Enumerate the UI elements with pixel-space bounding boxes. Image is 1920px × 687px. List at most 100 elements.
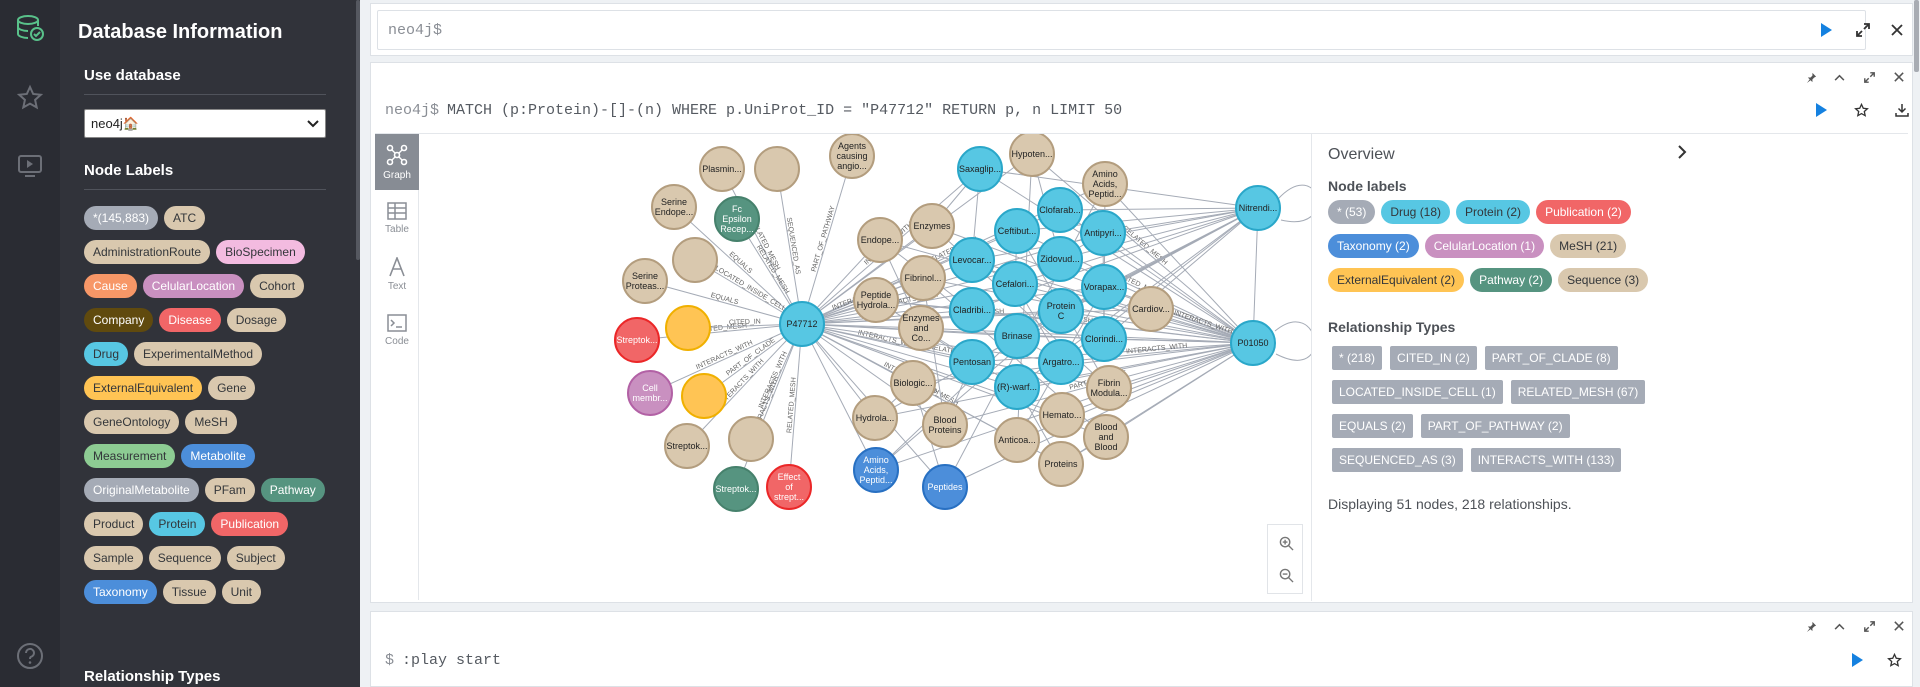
collapse-button[interactable] <box>1827 614 1851 638</box>
graph-node-clofa[interactable]: Clofarab... <box>1037 187 1083 233</box>
overview-node-label-tag[interactable]: MeSH (21) <box>1550 234 1627 258</box>
node-label-tag[interactable]: GeneOntology <box>84 410 180 434</box>
graph-relationship[interactable] <box>721 168 803 325</box>
graph-relationship[interactable] <box>979 168 1254 344</box>
drawer-scrollbar[interactable] <box>356 0 360 260</box>
node-label-tag[interactable]: Pathway <box>260 478 325 502</box>
overview-rel-type-tag[interactable]: SEQUENCED_AS (3) <box>1332 448 1463 472</box>
overview-node-label-tag[interactable]: Drug (18) <box>1381 200 1451 224</box>
overview-node-label-tag[interactable]: Sequence (3) <box>1558 268 1649 292</box>
pin-button[interactable] <box>1799 614 1823 638</box>
graph-relationship[interactable] <box>1103 338 1254 344</box>
node-label-tag[interactable]: OriginalMetabolite <box>84 478 199 502</box>
tab-code[interactable]: Code <box>375 302 419 358</box>
bottom-editor-input[interactable]: $ :play start <box>377 640 1908 680</box>
graph-node-levocar[interactable]: Levocar... <box>949 237 995 283</box>
graph-relationship[interactable] <box>1103 286 1254 344</box>
node-label-tag[interactable]: Sequence <box>148 546 221 570</box>
collapse-overview-button[interactable] <box>1670 140 1694 164</box>
clear-editor-button[interactable] <box>1885 18 1909 42</box>
graph-node-antipy[interactable]: Antipyri... <box>1080 210 1126 256</box>
graph-node-endope[interactable]: Endope... <box>857 217 903 263</box>
favorite-button[interactable] <box>1882 648 1906 672</box>
graph-node-anticoa[interactable]: Anticoa... <box>994 417 1040 463</box>
node-label-tag[interactable]: AdministrationRoute <box>84 240 211 264</box>
graph-node-rwarf[interactable]: (R)-warf... <box>994 364 1040 410</box>
node-label-tag[interactable]: Company <box>84 308 154 332</box>
graph-node-enzymes[interactable]: Enzymes <box>909 203 955 249</box>
pin-button[interactable] <box>1799 65 1823 89</box>
zoom-out-button[interactable] <box>1274 563 1298 587</box>
graph-relationship[interactable] <box>636 323 803 341</box>
graph-node-ext2[interactable] <box>420 134 727 419</box>
graph-relationship[interactable] <box>801 323 1105 340</box>
main-scrollbar[interactable] <box>1914 0 1919 72</box>
graph-node-brinase[interactable]: Brinase <box>994 313 1040 359</box>
graph-self-loop[interactable] <box>1277 184 1311 223</box>
overview-node-label-tag[interactable]: * (53) <box>1328 200 1376 224</box>
graph-relationship[interactable] <box>1102 207 1259 234</box>
overview-node-label-tag[interactable]: ExternalEquivalent (2) <box>1328 268 1465 292</box>
graph-node-cefalori[interactable]: Cefalori... <box>992 261 1038 307</box>
graph-node-pentosan[interactable]: Pentosan <box>949 339 995 385</box>
graph-node-zido[interactable]: Zidovud... <box>1037 236 1083 282</box>
graph-node-fibrinol[interactable]: Fibrinol... <box>900 255 946 301</box>
graph-relationship[interactable] <box>649 323 803 394</box>
node-label-tag[interactable]: Metabolite <box>181 444 255 468</box>
rerun-button[interactable] <box>1809 98 1833 122</box>
tab-table[interactable]: Table <box>375 190 419 246</box>
graph-node-hydrola[interactable]: Hydrola... <box>852 395 898 441</box>
result-query-editor[interactable]: neo4j$ MATCH (p:Protein)-[]-(n) WHERE p.… <box>377 91 1908 129</box>
node-label-tag[interactable]: PFam <box>204 478 255 502</box>
collapse-button[interactable] <box>1827 65 1851 89</box>
favorites-star-icon[interactable] <box>12 80 48 116</box>
node-label-tag[interactable]: Taxonomy <box>84 580 157 604</box>
node-label-tag[interactable]: Cause <box>84 274 137 298</box>
graph-relationship[interactable] <box>801 225 933 325</box>
database-icon[interactable] <box>12 10 48 46</box>
node-label-tag[interactable]: Subject <box>226 546 285 570</box>
guides-monitor-icon[interactable] <box>12 148 48 184</box>
graph-relationship[interactable] <box>686 323 803 447</box>
download-button[interactable] <box>1890 98 1914 122</box>
graph-node-biologic[interactable]: Biologic... <box>890 360 936 406</box>
overview-node-label-tag[interactable]: CelularLocation (1) <box>1424 234 1545 258</box>
graph-node-strep3[interactable]: Streptok... <box>713 466 759 512</box>
overview-rel-type-tag[interactable]: INTERACTS_WITH (133) <box>1470 448 1622 472</box>
overview-rel-type-tag[interactable]: CITED_IN (2) <box>1390 346 1477 370</box>
help-icon[interactable] <box>12 638 48 674</box>
node-label-tag[interactable]: Sample <box>84 546 143 570</box>
graph-relationship[interactable] <box>801 323 877 471</box>
graph-node-hemato[interactable]: Hemato... <box>1039 392 1085 438</box>
graph-relationship[interactable] <box>801 155 853 325</box>
graph-node-m3[interactable] <box>420 134 774 462</box>
graph-node-plasmin[interactable]: Plasmin... <box>699 146 745 192</box>
node-label-tag[interactable]: ATC <box>164 206 206 230</box>
graph-node-proteins[interactable]: Proteins <box>1038 441 1084 487</box>
tab-graph[interactable]: Graph <box>375 134 419 190</box>
graph-node-strep2[interactable]: Streptok... <box>664 423 710 469</box>
overview-rel-type-tag[interactable]: PART_OF_CLADE (8) <box>1484 346 1618 370</box>
fullscreen-button[interactable] <box>1857 65 1881 89</box>
fullscreen-button[interactable] <box>1857 614 1881 638</box>
graph-node-ceftib[interactable]: Ceftibut... <box>994 208 1040 254</box>
run-button[interactable] <box>1814 18 1838 42</box>
graph-node-m2[interactable] <box>420 134 718 283</box>
graph-node-m1[interactable] <box>420 134 800 192</box>
expand-button[interactable] <box>1851 18 1875 42</box>
graph-relationship[interactable] <box>1103 183 1106 340</box>
graph-node-saxa[interactable]: Saxaglip... <box>957 146 1003 192</box>
graph-relationship[interactable] <box>776 168 803 325</box>
graph-relationship[interactable] <box>1108 342 1254 389</box>
node-label-tag[interactable]: Cohort <box>250 274 305 298</box>
close-frame-button[interactable] <box>1887 614 1911 638</box>
run-button[interactable] <box>1845 648 1869 672</box>
